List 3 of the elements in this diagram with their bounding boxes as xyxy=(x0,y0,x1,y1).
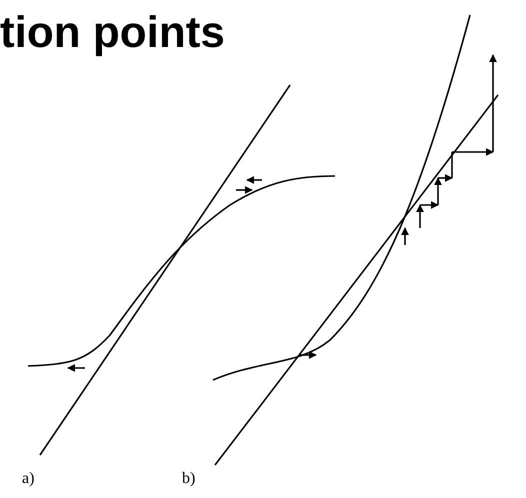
slide-title: tion points xyxy=(0,8,225,58)
panel-label: b) xyxy=(182,470,196,488)
panel-label: a) xyxy=(22,470,34,488)
